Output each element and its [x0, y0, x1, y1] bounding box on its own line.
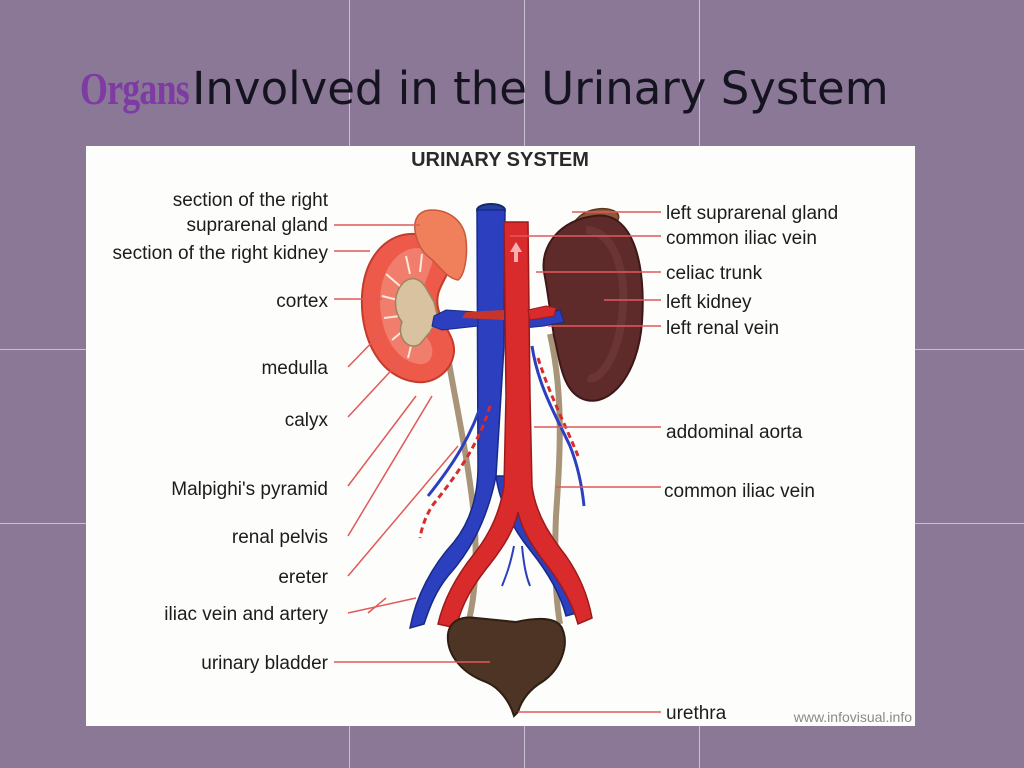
- diagram-svg: URINARY SYSTEM: [113, 149, 913, 725]
- right-labels: left suprarenal gland common iliac vein …: [664, 203, 838, 724]
- credit-text: www.infovisual.info: [793, 709, 912, 725]
- label-calyx: calyx: [285, 410, 329, 431]
- urinary-bladder: [446, 616, 566, 718]
- label-common-iliac-vein-bottom: common iliac vein: [664, 481, 815, 502]
- label-left-renal-vein: left renal vein: [666, 318, 779, 339]
- label-malpighis-pyramid: Malpighi's pyramid: [171, 479, 328, 500]
- label-ereter: ereter: [278, 567, 328, 588]
- renal-pelvis-shape: [394, 277, 439, 347]
- title-rest: Involved in the Urinary System: [192, 62, 889, 115]
- right-suprarenal-gland: [414, 209, 468, 281]
- label-common-iliac-vein-top: common iliac vein: [666, 228, 817, 249]
- label-left-suprarenal-gland: left suprarenal gland: [666, 203, 838, 224]
- left-kidney: [542, 207, 644, 402]
- label-lines: [334, 211, 661, 713]
- label-left-kidney: left kidney: [666, 292, 752, 313]
- right-gonadal-vein: [426, 395, 486, 497]
- urinary-diagram: URINARY SYSTEM: [86, 146, 915, 726]
- label-section-right-kidney: section of the right kidney: [113, 243, 329, 264]
- title-accent: Organs: [80, 63, 190, 114]
- label-medulla: medulla: [261, 358, 328, 379]
- label-addominal-aorta: addominal aorta: [666, 422, 803, 443]
- gonadal-artery: [536, 357, 580, 457]
- label-iliac-vein-artery: iliac vein and artery: [164, 604, 328, 625]
- right-kidney-section: [360, 209, 468, 384]
- label-urethra: urethra: [666, 703, 727, 724]
- left-ureter: [547, 333, 563, 625]
- label-celiac-trunk: celiac trunk: [666, 263, 763, 284]
- right-gonadal-artery: [418, 405, 492, 539]
- gonadal-vein: [530, 345, 586, 507]
- label-section-right: section of the right: [173, 190, 329, 211]
- label-renal-pelvis: renal pelvis: [232, 527, 328, 548]
- label-suprarenal-gland: suprarenal gland: [186, 215, 328, 236]
- label-cortex: cortex: [276, 291, 328, 312]
- abdominal-aorta: [437, 221, 593, 629]
- label-urinary-bladder: urinary bladder: [201, 653, 328, 674]
- left-labels: section of the right suprarenal gland se…: [113, 190, 329, 674]
- median-sacral-vessels: [501, 545, 531, 587]
- diagram-title: URINARY SYSTEM: [411, 149, 589, 171]
- slide-title: Organs Involved in the Urinary System: [80, 62, 889, 132]
